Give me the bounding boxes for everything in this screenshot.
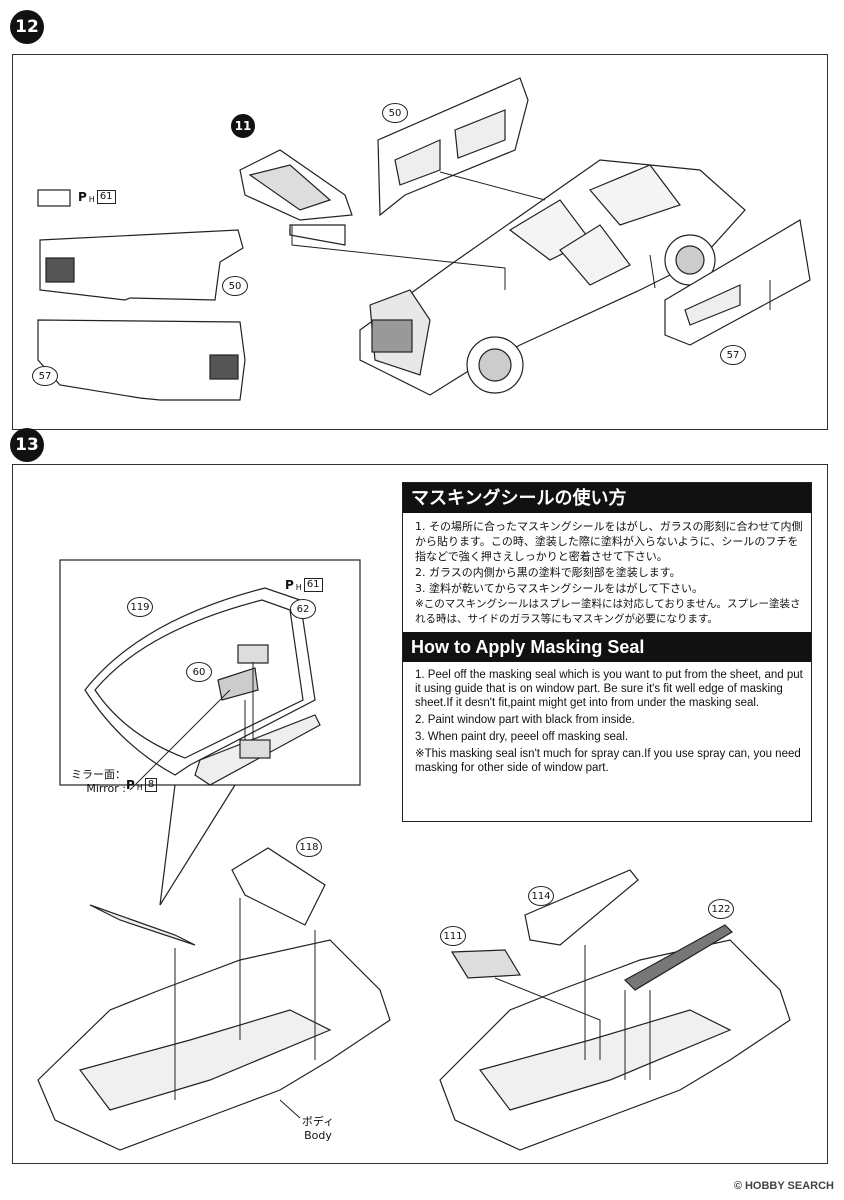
instruction-en-note: ※This masking seal isn't much for spray … — [415, 748, 801, 774]
car-chassis-interior — [359, 159, 746, 396]
instruction-en-1: 1. Peel off the masking seal which is yo… — [415, 669, 803, 709]
paint-sub: H — [136, 782, 143, 792]
paint-prefix: P — [285, 578, 294, 592]
mirror-label-en: Mirror : — [86, 782, 126, 795]
part-50-side-tag: 50 — [222, 276, 248, 296]
step-12-number: 12 — [15, 17, 39, 37]
instructions-list-en: 1. Peel off the masking seal which is yo… — [403, 662, 811, 782]
step-13-badge: 13 — [10, 428, 44, 462]
part-62-tag: 62 — [290, 599, 316, 619]
step-13-number: 13 — [15, 435, 39, 455]
body-label-en: Body — [304, 1129, 332, 1142]
door-panel-50-top — [377, 77, 529, 217]
part-50-top-tag: 50 — [382, 103, 408, 123]
part-122-tag: 122 — [708, 899, 734, 919]
watermark-icon: © — [733, 1180, 742, 1192]
mirror-label: ミラー面： Mirror : — [60, 768, 126, 796]
instruction-en-3: 3. When paint dry, peeel off masking sea… — [415, 731, 629, 743]
part-114-tag: 114 — [528, 886, 554, 906]
step-13-panel — [12, 464, 828, 1164]
paint-prefix: P — [78, 190, 87, 204]
part-60-number: 60 — [192, 666, 206, 678]
part-118-tag: 118 — [296, 837, 322, 857]
side-door-panels-left — [37, 189, 246, 401]
mirror-label-jp: ミラー面： — [71, 768, 126, 781]
guide-lines-12 — [291, 171, 771, 310]
detail-callout — [59, 559, 361, 906]
instruction-jp-2: 2. ガラスの内側から黒の塗料で彫刻部を塗装します。 — [415, 566, 681, 579]
part-11-tag: 11 — [231, 114, 255, 138]
part-57-side-number: 57 — [38, 370, 52, 382]
masking-instructions-box: マスキングシールの使い方 1. その場所に合ったマスキングシールをはがし、ガラス… — [402, 482, 812, 822]
paint-prefix: P — [126, 778, 135, 792]
body-left-drawing — [37, 847, 391, 1151]
body-leader-line — [279, 1099, 301, 1119]
guide-lines-13-left — [174, 898, 316, 1100]
part-119-number: 119 — [130, 601, 150, 613]
part-57-side-tag: 57 — [32, 366, 58, 386]
paint-sub: H — [295, 582, 302, 592]
paint-number: 61 — [303, 578, 323, 592]
part-50-number: 50 — [388, 107, 402, 119]
instruction-jp-3: 3. 塗料が乾いてからマスキングシールをはがして下さい。 — [415, 582, 703, 595]
part-122-number: 122 — [711, 903, 731, 915]
instruction-jp-1: 1. その場所に合ったマスキングシールをはがし、ガラスの彫刻に合わせて内側から貼… — [415, 520, 803, 563]
watermark-text: HOBBY SEARCH — [744, 1180, 834, 1192]
body-right-drawing — [439, 869, 791, 1151]
part-60-tag: 60 — [186, 662, 212, 682]
part-57-right-number: 57 — [726, 349, 740, 361]
instruction-jp-note: ※このマスキングシールはスプレー塗料には対応しておりません。スプレー塗装される時… — [415, 598, 801, 625]
instructions-list-jp: 1. その場所に合ったマスキングシールをはがし、ガラスの彫刻に合わせて内側から貼… — [403, 513, 811, 632]
paint-number: 61 — [96, 190, 116, 204]
watermark: © HOBBY SEARCH — [734, 1180, 834, 1192]
part-118-number: 118 — [299, 841, 319, 853]
instructions-title-jp: マスキングシールの使い方 — [403, 483, 811, 513]
instruction-en-2: 2. Paint window part with black from ins… — [415, 714, 635, 726]
guide-lines-13-right — [494, 945, 651, 1080]
part-114-number: 114 — [531, 890, 551, 902]
instructions-title-en: How to Apply Masking Seal — [403, 632, 811, 662]
part-111-number: 111 — [443, 930, 463, 942]
step-12-badge: 12 — [10, 10, 44, 44]
part-11-number: 11 — [234, 119, 252, 133]
body-label: ボディ Body — [296, 1115, 340, 1143]
paint-number: 8 — [144, 778, 158, 792]
part-119-tag: 119 — [127, 597, 153, 617]
paint-sub: H — [88, 194, 95, 204]
body-label-jp: ボディ — [301, 1115, 335, 1128]
part-111-tag: 111 — [440, 926, 466, 946]
part-57-right-tag: 57 — [720, 345, 746, 365]
part-50-side-number: 50 — [228, 280, 242, 292]
console-part-drawing — [239, 149, 353, 246]
part-62-number: 62 — [296, 603, 310, 615]
guide-lines-13-detail — [129, 662, 254, 791]
door-panel-57-right — [664, 219, 811, 346]
